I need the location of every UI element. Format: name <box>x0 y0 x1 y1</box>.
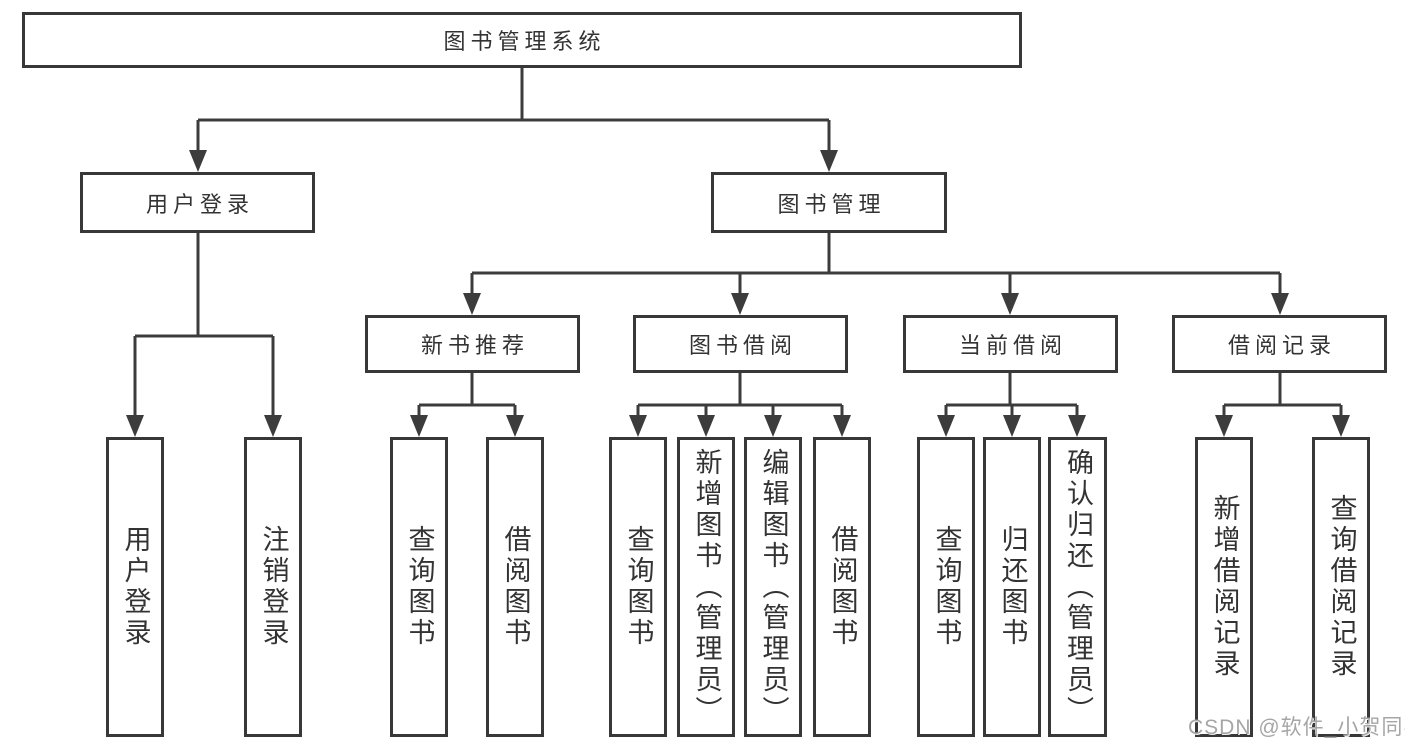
leaf-query-book-recommend: 查询图书 <box>390 437 448 737</box>
arrowhead <box>1003 415 1021 437</box>
node-book-management: 图书管理 <box>711 172 947 233</box>
leaf-label: 新增借阅记录 <box>1209 494 1240 680</box>
node-label: 图书借阅 <box>688 333 797 358</box>
csdn-watermark: CSDN @软件_小贺同学 <box>1188 716 1405 739</box>
leaf-query-book-borrowing: 查询图书 <box>609 437 667 737</box>
arrowhead <box>506 415 524 437</box>
node-label: 图书管理 <box>777 191 886 217</box>
arrowhead <box>1001 293 1019 315</box>
arrowhead <box>731 293 749 315</box>
leaf-query-borrow-record: 查询借阅记录 <box>1312 437 1370 737</box>
leaf-add-borrow-record: 新增借阅记录 <box>1195 437 1253 737</box>
leaf-label: 查询图书 <box>404 525 435 649</box>
leaf-borrow-book-recommend: 借阅图书 <box>486 437 544 737</box>
leaf-confirm-return-admin: 确认归还（管理员） <box>1048 437 1107 737</box>
node-label: 借阅记录 <box>1227 333 1336 358</box>
leaf-label: 借阅图书 <box>500 525 531 649</box>
leaf-label: 查询图书 <box>623 525 654 649</box>
leaf-label: 用户登录 <box>120 525 151 649</box>
connector-user-login-branch <box>126 233 282 437</box>
connector-book-borrowing-branch <box>629 373 851 437</box>
leaf-label: 查询图书 <box>931 525 962 649</box>
arrowhead <box>189 150 207 172</box>
arrowhead <box>820 150 838 172</box>
leaf-query-book-current: 查询图书 <box>917 437 975 737</box>
node-user-login: 用户登录 <box>80 172 315 233</box>
leaf-add-book-admin: 新增图书（管理员） <box>677 437 735 737</box>
arrowhead <box>1068 415 1086 437</box>
arrowhead <box>697 415 715 437</box>
leaf-return-book: 归还图书 <box>983 437 1041 737</box>
connector-current-borrowing-branch <box>937 373 1086 437</box>
connector-root-to-level2 <box>189 68 838 172</box>
node-label: 新书推荐 <box>420 333 529 358</box>
leaf-edit-book-admin: 编辑图书（管理员） <box>744 437 802 737</box>
leaf-label: 归还图书 <box>997 525 1028 649</box>
node-borrowing-records: 借阅记录 <box>1172 315 1387 373</box>
arrowhead <box>1332 415 1350 437</box>
node-label: 图书管理系统 <box>443 29 606 54</box>
connector-borrowing-records-branch <box>1215 373 1350 437</box>
arrowhead <box>463 293 481 315</box>
leaf-label: 注销登录 <box>258 525 289 649</box>
connector-new-book-branch <box>410 373 524 437</box>
node-label: 用户登录 <box>145 191 254 217</box>
arrowhead <box>764 415 782 437</box>
leaf-user-login: 用户登录 <box>106 437 164 737</box>
arrowhead <box>1271 293 1289 315</box>
node-book-borrowing: 图书借阅 <box>633 315 848 373</box>
leaf-borrow-book-borrowing: 借阅图书 <box>813 437 871 737</box>
arrowhead <box>126 415 144 437</box>
arrowhead <box>937 415 955 437</box>
node-new-book-recommendation: 新书推荐 <box>365 315 580 373</box>
arrowhead <box>1215 415 1233 437</box>
leaf-label: 查询借阅记录 <box>1326 494 1357 680</box>
leaf-label: 确认归还（管理员） <box>1063 447 1093 727</box>
node-current-borrowing: 当前借阅 <box>903 315 1118 373</box>
arrowhead <box>410 415 428 437</box>
leaf-label: 借阅图书 <box>827 525 858 649</box>
leaf-logout-login: 注销登录 <box>244 437 302 737</box>
leaf-label: 编辑图书（管理员） <box>758 447 789 727</box>
arrowhead <box>629 415 647 437</box>
arrowhead <box>833 415 851 437</box>
node-library-management-system: 图书管理系统 <box>22 12 1022 68</box>
leaf-label: 新增图书（管理员） <box>691 447 722 727</box>
node-label: 当前借阅 <box>958 333 1067 358</box>
connector-book-management-branch <box>463 233 1289 315</box>
arrowhead <box>264 415 282 437</box>
